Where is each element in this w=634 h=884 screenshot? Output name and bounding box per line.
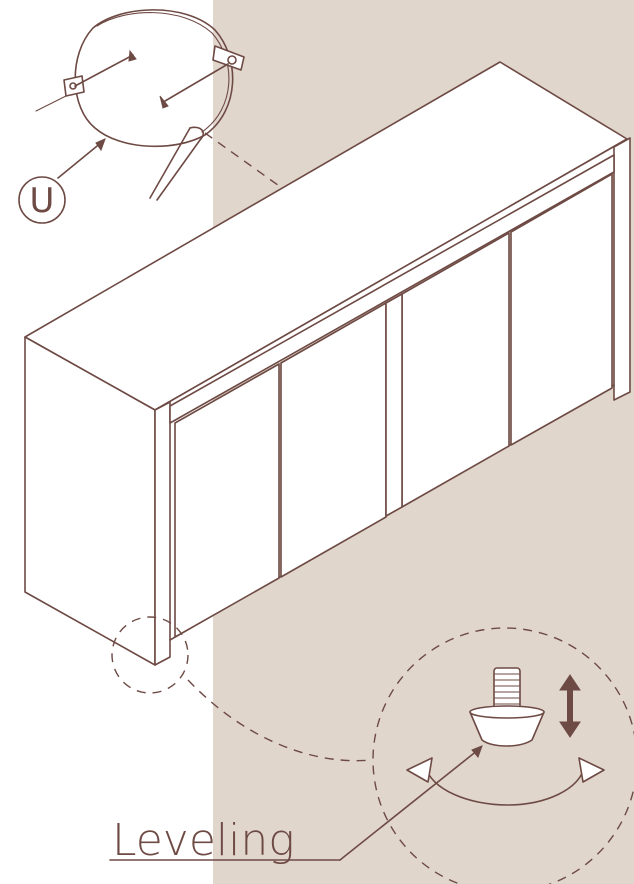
foot-highlight-circle	[111, 616, 189, 694]
cabinet-front-post-left	[154, 401, 171, 666]
cabinet-door-4	[510, 173, 613, 446]
leveling-pointer-line	[339, 749, 479, 861]
cabinet-door-2	[280, 302, 387, 578]
height-arrow-icon	[559, 674, 581, 738]
part-u-label: U	[30, 181, 55, 221]
screw-icon	[74, 54, 134, 87]
part-u-arrow	[57, 141, 103, 179]
screw-icon-right	[164, 63, 229, 102]
rotate-arrow-icon	[406, 757, 605, 806]
detail-leader-line-bottom	[187, 679, 373, 762]
leveling-foot-detail: Leveling	[109, 627, 634, 884]
cabinet-top-rail	[169, 154, 615, 424]
leveling-label: Leveling	[112, 815, 295, 866]
adjustable-foot-icon	[469, 667, 545, 747]
detail-circle-top-stroke	[96, 12, 230, 133]
sideboard-cabinet	[24, 61, 631, 666]
cabinet-front-post-right	[613, 137, 631, 401]
cabinet-center-divider	[385, 293, 403, 517]
wall-anchor-detail: U	[18, 9, 245, 224]
part-u-badge	[18, 176, 66, 224]
detail-circle-top	[74, 9, 234, 148]
cabinet-door-1	[174, 363, 280, 638]
strap-line	[149, 127, 191, 199]
